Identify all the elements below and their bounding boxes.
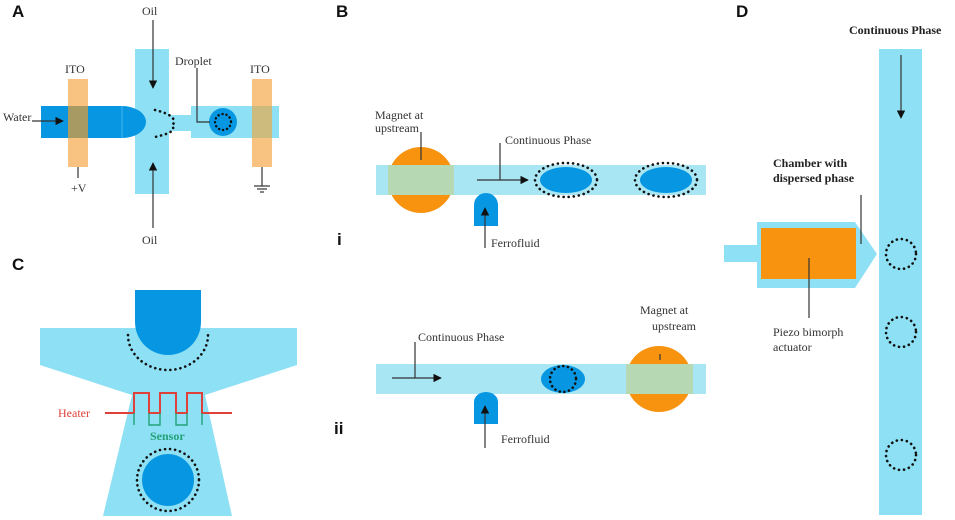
continuous-channel — [879, 49, 922, 515]
panel-d: D Continuous Phase Chamber with disperse… — [724, 2, 942, 515]
ito-overlap-right — [252, 106, 272, 138]
droplet — [142, 454, 194, 506]
continuous-phase-label-d: Continuous Phase — [849, 23, 942, 37]
sublabel-i: i — [337, 230, 342, 249]
magnet-label-i-2: upstream — [375, 121, 420, 135]
droplet-outline — [633, 161, 699, 199]
panel-b-i: i Magnet at upstream Continuous Phase Fe… — [337, 108, 706, 250]
droplet-outline — [884, 315, 918, 349]
magnet-label-ii-1: Magnet at — [640, 303, 689, 317]
ferrofluid-label-i: Ferrofluid — [491, 236, 540, 250]
t-junction-channel — [40, 328, 297, 516]
ground-icon — [254, 167, 270, 193]
magnet-overlap-i — [388, 165, 454, 195]
actuator-label-2: actuator — [773, 340, 812, 354]
oil-top-label: Oil — [142, 4, 158, 18]
droplet-outline — [884, 237, 918, 271]
droplet-label: Droplet — [175, 54, 212, 68]
ferrofluid-label-ii: Ferrofluid — [501, 432, 550, 446]
water-inlet — [41, 106, 146, 138]
ferrofluid-inlet-ii — [474, 392, 498, 424]
panel-label-a: A — [12, 2, 24, 21]
continuous-phase-label-i: Continuous Phase — [505, 133, 591, 147]
droplet-outline — [135, 447, 201, 513]
ferrofluid-droplet — [541, 365, 585, 393]
chamber-inlet — [724, 245, 758, 262]
sensor-trace — [133, 413, 203, 426]
panel-a: A Droplet Oil Oil ITO ITO Water — [3, 2, 279, 247]
droplet-leader — [196, 68, 210, 123]
heater-trace — [105, 392, 232, 414]
ferrofluid-inlet-i — [474, 193, 498, 226]
droplet-interface-outline — [126, 333, 210, 372]
ito-right-label: ITO — [250, 62, 270, 76]
panel-label-d: D — [736, 2, 748, 21]
panel-c: C Heater Sensor — [12, 255, 297, 516]
sublabel-ii: ii — [334, 419, 343, 438]
droplet-outline — [884, 438, 918, 472]
panel-b: B i Magnet at upstream Continuous Phase … — [334, 2, 706, 448]
magnet-label-ii-2: upstream — [652, 319, 697, 333]
ferrofluid-droplet — [640, 167, 692, 193]
droplet-outline — [533, 161, 599, 199]
chamber-label-2: dispersed phase — [773, 171, 855, 185]
voltage-label: +V — [71, 181, 87, 195]
ito-overlap-left — [68, 106, 88, 138]
ito-left-label: ITO — [65, 62, 85, 76]
water-label: Water — [3, 110, 31, 124]
heater-label: Heater — [58, 406, 90, 420]
actuator-label-1: Piezo bimorph — [773, 325, 843, 339]
panel-b-ii: ii Magnet at upstream Continuous Phase F… — [334, 303, 706, 448]
outlet-neck — [169, 115, 191, 131]
oil-bottom-label: Oil — [142, 233, 158, 247]
droplet-outline — [548, 364, 578, 394]
forming-droplet-outline — [153, 108, 176, 139]
magnet-overlap-ii — [626, 364, 693, 394]
ferrofluid-droplet — [540, 167, 592, 193]
sensor-label: Sensor — [150, 429, 185, 443]
continuous-phase-label-ii: Continuous Phase — [418, 330, 504, 344]
chamber-label-1: Chamber with — [773, 156, 847, 170]
droplet — [209, 108, 237, 136]
inlet-droplet — [135, 290, 201, 355]
panel-label-c: C — [12, 255, 24, 274]
magnet-label-i-1: Magnet at — [375, 108, 424, 122]
panel-label-b: B — [336, 2, 348, 21]
